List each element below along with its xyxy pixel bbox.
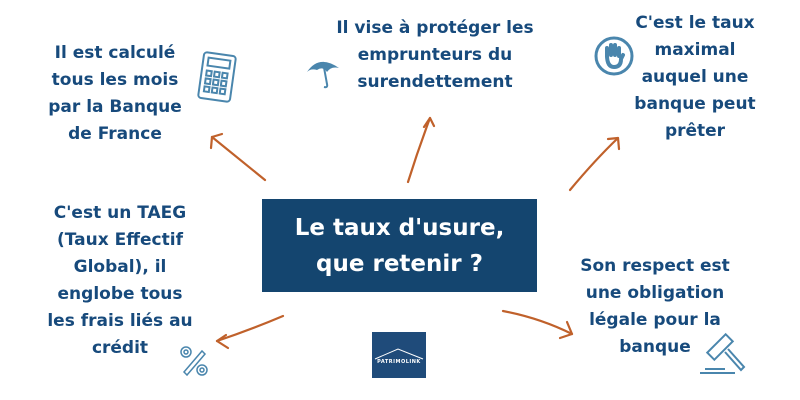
title-box: Le taux d'usure, que retenir ? <box>262 199 537 292</box>
title-line-2: que retenir ? <box>316 250 483 277</box>
umbrella-icon <box>307 61 339 89</box>
text-line: légale pour la <box>589 310 721 330</box>
patrimolink-logo: PATRIMOLINK <box>372 332 426 378</box>
text-line: Son respect est <box>580 256 730 276</box>
text-line: Il vise à protéger les <box>336 18 534 38</box>
text-line: prêter <box>664 121 726 141</box>
text-line: Il est calculé <box>54 43 176 63</box>
text-line: (Taux Effectif <box>57 230 183 250</box>
point-calcul: Il est calculé tous les mois par la Banq… <box>30 40 200 148</box>
text-line: banque <box>619 337 691 357</box>
gavel-icon <box>700 332 746 374</box>
calculator-icon <box>197 51 237 103</box>
text-line: crédit <box>91 338 149 358</box>
point-protection: Il vise à protéger les emprunteurs du su… <box>320 15 550 96</box>
text-line: C'est un TAEG <box>53 203 187 223</box>
text-line: banque peut <box>634 94 756 114</box>
hand-stop-icon <box>594 36 634 76</box>
text-line: C'est le taux <box>635 13 755 33</box>
title-line-1: Le taux d'usure, <box>294 214 505 241</box>
logo-text: PATRIMOLINK <box>377 359 421 365</box>
text-line: une obligation <box>585 283 725 303</box>
text-line: tous les mois <box>51 70 179 90</box>
text-line: englobe tous <box>57 284 183 304</box>
text-line: les frais liés au <box>47 311 193 331</box>
point-obligation: Son respect est une obligation légale po… <box>565 253 745 361</box>
point-taeg: C'est un TAEG (Taux Effectif Global), il… <box>30 200 210 362</box>
text-line: par la Banque <box>48 97 182 117</box>
text-line: de France <box>68 124 162 144</box>
point-maximum: C'est le taux maximal auquel une banque … <box>620 10 770 145</box>
text-line: emprunteurs du <box>357 45 513 65</box>
text-line: surendettement <box>357 72 513 92</box>
text-line: maximal <box>654 40 736 60</box>
percent-icon <box>180 346 208 377</box>
text-line: Global), il <box>73 257 167 277</box>
text-line: auquel une <box>641 67 749 87</box>
